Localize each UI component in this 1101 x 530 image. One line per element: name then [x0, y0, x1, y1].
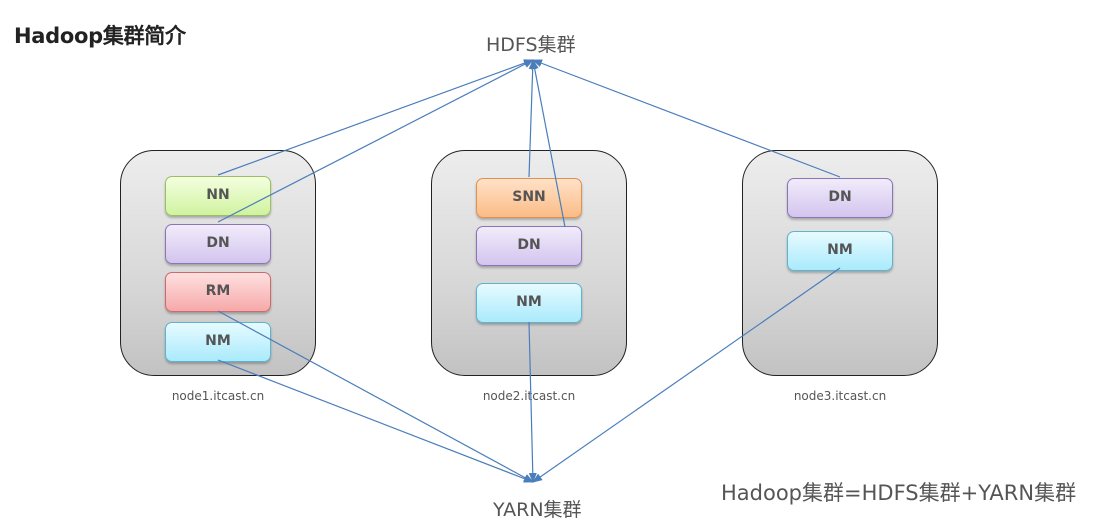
- host-label-node3: node3.itcast.cn: [793, 389, 887, 403]
- service-dn-node2: DN: [476, 226, 582, 266]
- service-dn-node3: DN: [787, 178, 893, 218]
- service-nm-node3: NM: [787, 231, 893, 271]
- hdfs-cluster-label: HDFS集群: [486, 34, 576, 56]
- service-nn-node1: NN: [165, 176, 271, 216]
- host-label-node2: node2.itcast.cn: [482, 389, 576, 403]
- yarn-cluster-label: YARN集群: [493, 499, 582, 521]
- service-nm-node1: NM: [165, 322, 271, 362]
- service-dn-node1: DN: [165, 224, 271, 264]
- node-box-node2: SNN DN NM: [431, 150, 627, 376]
- link-nm-node1-to-yarn: [217, 359, 534, 483]
- cluster-formula: Hadoop集群=HDFS集群+YARN集群: [721, 481, 1077, 505]
- node-box-node1: NN DN RM NM: [120, 150, 316, 376]
- page-title: Hadoop集群简介: [14, 24, 186, 48]
- service-rm-node1: RM: [165, 272, 271, 312]
- host-label-node1: node1.itcast.cn: [171, 389, 265, 403]
- node-box-node3: DN NM: [742, 150, 938, 376]
- service-snn-node2: SNN: [476, 178, 582, 218]
- service-nm-node2: NM: [476, 283, 582, 323]
